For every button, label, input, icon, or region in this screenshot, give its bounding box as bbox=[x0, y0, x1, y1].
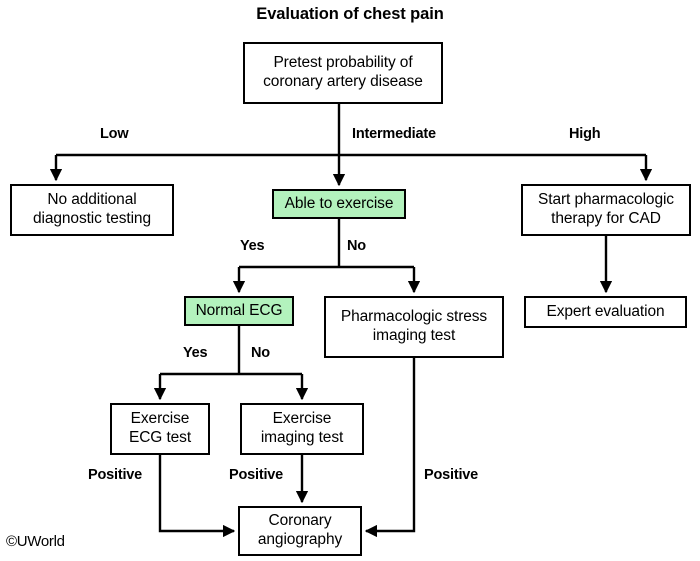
edge-label-positive-pharm-stress: Positive bbox=[424, 467, 479, 483]
edge-label-yes-exercise: Yes bbox=[240, 238, 265, 254]
node-exercise-ecg-test[interactable]: Exercise ECG test bbox=[110, 403, 210, 455]
edge-label-yes-ecg: Yes bbox=[183, 345, 208, 361]
node-expert-evaluation[interactable]: Expert evaluation bbox=[524, 296, 687, 328]
node-no-additional-testing[interactable]: No additional diagnostic testing bbox=[10, 184, 174, 236]
node-coronary-angiography[interactable]: Coronary angiography bbox=[238, 506, 362, 556]
node-exercise-imaging-test[interactable]: Exercise imaging test bbox=[240, 403, 364, 455]
edge-label-positive-exercise-ecg: Positive bbox=[88, 467, 143, 483]
uworld-watermark: ©UWorld bbox=[6, 533, 65, 550]
edge-label-positive-exercise-imaging: Positive bbox=[229, 467, 284, 483]
node-label: Exercise ECG test bbox=[128, 410, 192, 446]
node-label: No additional diagnostic testing bbox=[33, 191, 151, 227]
edge-label-no-ecg: No bbox=[251, 345, 270, 361]
node-label: Able to exercise bbox=[284, 194, 394, 212]
page-title: Evaluation of chest pain bbox=[256, 5, 444, 23]
edge-label-no-exercise: No bbox=[347, 238, 366, 254]
node-label: Start pharmacologic therapy for CAD bbox=[538, 191, 674, 227]
node-start-pharmacologic-therapy[interactable]: Start pharmacologic therapy for CAD bbox=[521, 184, 691, 236]
node-label: Pretest probability of coronary artery d… bbox=[263, 54, 423, 90]
edge-pharm-stress-to-angio bbox=[364, 358, 416, 538]
edge-exercise-ecg-to-angio bbox=[158, 455, 236, 538]
node-pretest-probability[interactable]: Pretest probability of coronary artery d… bbox=[243, 42, 443, 104]
node-label: Coronary angiography bbox=[257, 512, 343, 548]
node-able-to-exercise[interactable]: Able to exercise bbox=[272, 189, 406, 219]
edge-label-low: Low bbox=[100, 126, 129, 142]
node-label: Normal ECG bbox=[195, 301, 283, 319]
node-label: Exercise imaging test bbox=[260, 410, 344, 446]
node-label: Pharmacologic stress imaging test bbox=[340, 308, 488, 344]
node-pharmacologic-stress-imaging[interactable]: Pharmacologic stress imaging test bbox=[324, 296, 504, 358]
node-normal-ecg[interactable]: Normal ECG bbox=[184, 296, 294, 326]
edge-label-intermediate: Intermediate bbox=[352, 126, 436, 142]
node-label: Expert evaluation bbox=[546, 302, 665, 320]
edge-label-high: High bbox=[569, 126, 601, 142]
